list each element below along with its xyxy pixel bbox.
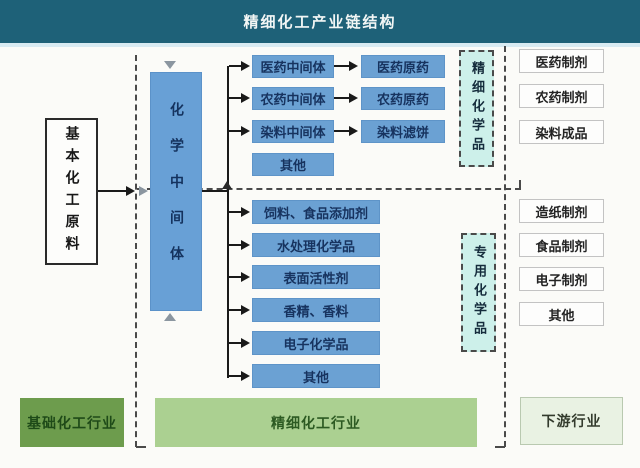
basic-chemical-industry-bar: 基础化工行业 [20, 398, 124, 447]
branch-trunk-line [227, 66, 229, 378]
branch-arrowhead-icon [241, 272, 250, 282]
branch-line [229, 342, 241, 344]
right-dashed-line-hook [495, 446, 505, 448]
pesticide-api-box: 农药原药 [361, 87, 445, 110]
food-formulation-box: 食品制剂 [519, 233, 604, 257]
source-arrow-line [98, 190, 126, 192]
branch-arrowhead-icon [241, 338, 250, 348]
branch-line [229, 130, 241, 132]
source-arrowhead-icon [126, 186, 135, 196]
other-specialty-box: 其他 [252, 364, 380, 388]
branch-line [229, 375, 241, 377]
page-title: 精细化工产业链结构 [243, 13, 397, 31]
pesticide-formulation-box: 农药制剂 [519, 84, 604, 108]
product-arrowhead-icon [349, 126, 358, 136]
triangle-down-icon [164, 61, 176, 69]
branch-line [229, 97, 241, 99]
electronic-formulation-box: 电子制剂 [519, 267, 604, 291]
product-arrowhead-icon [349, 93, 358, 103]
pharma-api-box: 医药原药 [361, 55, 445, 78]
dye-intermediate-box: 染料中间体 [252, 120, 334, 143]
product-arrow-line [334, 65, 349, 67]
fine-chemicals-category-box: 精细化学品 [459, 50, 494, 167]
electronic-chemical-box: 电子化学品 [252, 331, 380, 355]
branch-line [229, 244, 241, 246]
fragrance-flavor-box: 香精、香料 [252, 298, 380, 322]
left-section-dashed-line [135, 55, 137, 447]
right-section-dashed-line [504, 46, 506, 447]
middle-dashed-line-hook [519, 180, 521, 189]
dye-cake-box: 染料滤饼 [361, 120, 445, 143]
branch-arrowhead-icon [241, 93, 250, 103]
triangle-up-icon [164, 313, 176, 321]
junction-arrow-up-icon [222, 181, 232, 189]
product-arrowhead-icon [349, 61, 358, 71]
middle-horizontal-dashed-line [137, 188, 521, 190]
specialty-chemicals-category-box: 专用化学品 [461, 233, 496, 352]
intermediate-out-line [202, 190, 228, 192]
branch-arrowhead-icon [241, 305, 250, 315]
branch-arrowhead-icon [241, 126, 250, 136]
other-fine-intermediate-box: 其他 [252, 153, 334, 176]
chemical-intermediate-box: 化学中间体 [150, 72, 202, 311]
water-treatment-box: 水处理化学品 [252, 233, 380, 257]
downstream-industry-bar: 下游行业 [520, 397, 623, 445]
product-arrow-line [334, 97, 349, 99]
branch-arrowhead-icon [241, 371, 250, 381]
surfactant-box: 表面活性剂 [252, 265, 380, 289]
pesticide-intermediate-box: 农药中间体 [252, 87, 334, 110]
branch-arrowhead-icon [241, 61, 250, 71]
branch-line [229, 65, 241, 67]
left-dashed-line-hook [136, 446, 146, 448]
branch-line [229, 211, 241, 213]
pharma-formulation-box: 医药制剂 [519, 49, 604, 73]
other-downstream-box: 其他 [519, 302, 604, 326]
fine-chemical-industry-bar: 精细化工行业 [155, 398, 477, 447]
feed-food-additive-box: 饲料、食品添加剂 [252, 200, 380, 224]
paper-chemical-box: 造纸制剂 [519, 199, 604, 223]
branch-line [229, 309, 241, 311]
gray-entry-arrowhead-icon [139, 186, 148, 196]
basic-raw-material-box: 基本化工原料 [45, 118, 98, 265]
pharma-intermediate-box: 医药中间体 [252, 55, 334, 78]
dye-finished-product-box: 染料成品 [519, 120, 604, 144]
product-arrow-line [334, 130, 349, 132]
branch-arrowhead-icon [241, 240, 250, 250]
header-bar: 精细化工产业链结构 [0, 0, 640, 47]
branch-arrowhead-icon [241, 207, 250, 217]
branch-line [229, 276, 241, 278]
